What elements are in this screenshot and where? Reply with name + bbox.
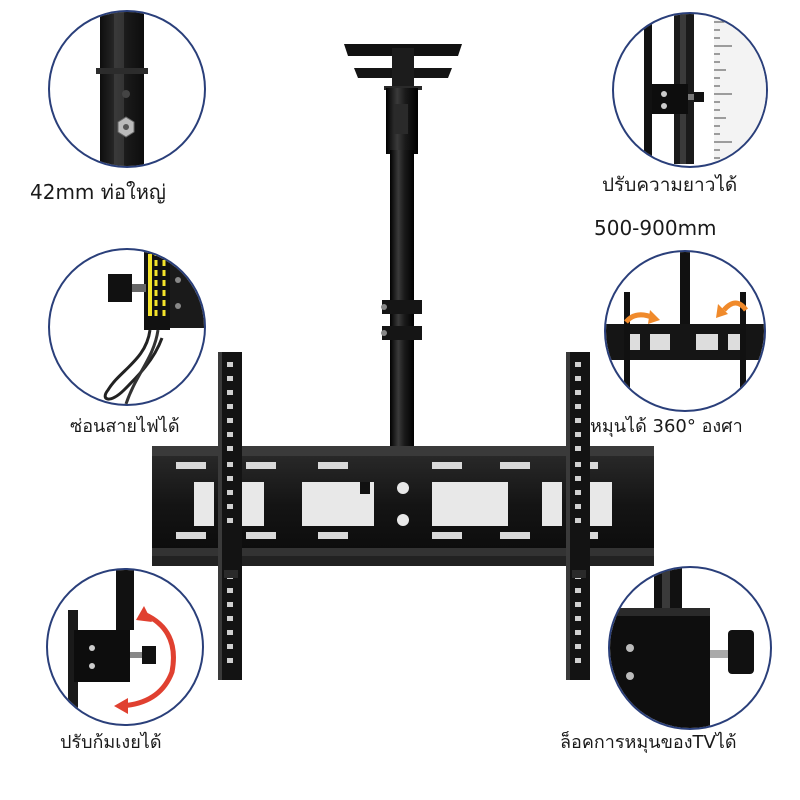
caption-hide-cable: ซ่อนสายไฟได้ — [70, 416, 180, 437]
right-vesa-bracket — [566, 352, 590, 680]
detail-rotate-circle — [604, 250, 766, 412]
rotate-closeup — [606, 252, 764, 392]
telescopic-closeup — [644, 14, 766, 166]
detail-lock-circle — [608, 566, 772, 730]
lock-closeup — [610, 568, 754, 728]
caption-lock: ล็อคการหมุนของTVได้ — [560, 732, 737, 753]
detail-length-circle — [612, 12, 768, 168]
pipe-closeup — [96, 12, 148, 166]
inner-pipe — [390, 150, 414, 448]
caption-length-range: 500-900mm — [594, 216, 717, 240]
tilt-closeup — [68, 570, 176, 724]
detail-pipe-circle — [48, 10, 206, 168]
detail-cable-circle — [48, 248, 206, 406]
left-vesa-bracket — [218, 352, 242, 680]
caption-pipe-size: 42mm ท่อใหญ่ — [30, 180, 166, 204]
detail-tilt-circle — [46, 568, 204, 726]
cable-closeup — [103, 250, 204, 404]
caption-tilt: ปรับก้มเงยได้ — [60, 732, 162, 753]
caption-rotate: หมุนได้ 360° องศา — [590, 416, 743, 437]
caption-adjust-length: ปรับความยาวได้ — [602, 174, 738, 196]
